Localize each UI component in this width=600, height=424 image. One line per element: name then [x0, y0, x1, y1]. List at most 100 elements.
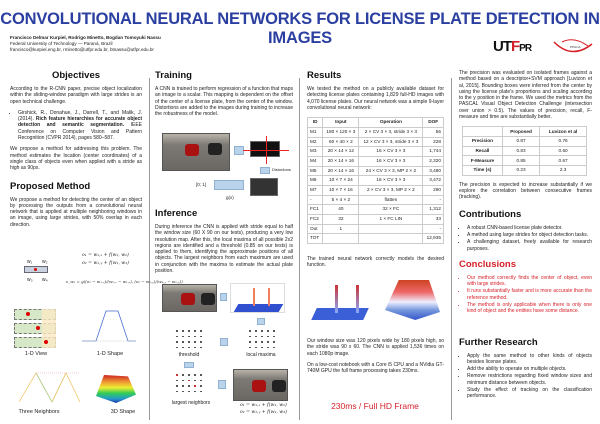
table-cell: 180 × 120 × 3: [322, 126, 360, 138]
ppgca-logo: PPGCA: [553, 39, 593, 53]
arrow-down-icon: [260, 167, 270, 174]
table-cell: 32 × FC: [358, 204, 424, 215]
three-neighbors-chart: [18, 372, 81, 403]
w1-label: w₁: [27, 259, 33, 265]
column-divider: [149, 78, 150, 420]
table-cell: 10 × 7 × 24: [322, 175, 360, 186]
col-header: Input: [322, 117, 360, 128]
window-size-text: Our window size was 120 pixels wide by 1…: [307, 338, 444, 357]
table-cell: 20 × 14 × 16: [322, 155, 360, 167]
table-cell: 2,320: [422, 155, 444, 167]
inference-eq-2: o₂ = w₁,ᵧ + f(w₁, w₃): [240, 410, 287, 415]
hardware-text: On a low-cost notebook with a Core i5 CP…: [307, 361, 444, 375]
column-training: Training A CNN is trained to perform reg…: [155, 70, 293, 122]
threshold-caption: threshold: [178, 352, 200, 358]
table-cell: 16 × CV 3 × 3: [358, 146, 424, 157]
evaluation-text-2: The precision is expected to increase su…: [459, 181, 592, 201]
table-cell: 1,312: [422, 204, 444, 215]
arrow-right-icon: [220, 293, 227, 301]
table-cell: 10 × 7 × 16: [322, 184, 360, 196]
table-cell: 0.83: [501, 145, 541, 157]
largest-neighbors-caption: largest neighbors: [171, 400, 211, 406]
reference-item: Girshick, R., Donahue, J., Darrell, T., …: [18, 110, 142, 141]
utfpr-logo: UTFPR: [493, 38, 532, 55]
arrow-left-icon: [214, 180, 244, 190]
table-cell: TOT: [306, 233, 324, 244]
table-cell: 33: [422, 213, 444, 225]
table-cell: 0.23: [501, 165, 541, 176]
table-cell: 2 × CV 3 × 3, MP 2 × 2: [358, 184, 424, 196]
range-label: [0; 1]: [196, 182, 207, 187]
table-cell: FC2: [306, 213, 324, 225]
table-cell: 2.3: [539, 165, 587, 176]
list-item: Remove restrictions regarding fixed wind…: [467, 373, 592, 386]
inference-eq-1: o₁ = w₁,ₓ + f(w₁, w₂): [240, 403, 287, 408]
table-cell: FC1: [306, 204, 324, 215]
table-cell: 0.85: [501, 155, 541, 167]
local-maxima-caption: local maxima: [246, 352, 276, 358]
col-header: Luvizon et al: [539, 126, 587, 138]
detection-result-photo: [233, 369, 288, 401]
table-cell: -: [306, 194, 324, 206]
col-header: Proposed: [501, 126, 541, 138]
ref-authors: Girshick, R., Donahue, J., Darrell, T., …: [18, 109, 142, 123]
training-car-photo: [162, 133, 230, 171]
inference-heading: Inference: [155, 208, 198, 219]
proposed-text: We propose a method for detecting the ce…: [10, 196, 142, 228]
1d-shape-chart: [82, 310, 136, 342]
list-item: Add the ability to operate on multiple o…: [467, 366, 592, 372]
table-cell: 228: [422, 136, 444, 148]
column-inference: Inference During inference the CNN is ap…: [155, 208, 293, 279]
table-cell: 3,480: [422, 165, 444, 177]
list-item: A challenging dataset, freely available …: [467, 239, 592, 252]
w4-label: w₄: [42, 277, 48, 283]
table-cell: 16 × CV 3 × 3: [358, 175, 424, 186]
results-text-2: The trained neural network correctly mod…: [307, 255, 444, 269]
largest-neighbors-grid: [176, 374, 206, 392]
results-heading: Results: [307, 70, 342, 81]
w3-label: w₃: [27, 277, 33, 283]
speed-highlight: 230ms / Full HD Frame: [331, 401, 419, 411]
table-cell: Recall: [462, 145, 503, 157]
table-cell: 290: [422, 184, 444, 196]
arrow-down-icon: [257, 318, 265, 325]
3d-shape-caption: 3D Shape: [110, 409, 136, 415]
table-cell: -: [422, 194, 444, 206]
1d-view-figure: [14, 309, 56, 349]
table-cell: 20 × 14 × 16: [322, 165, 360, 177]
table-cell: -: [422, 223, 444, 235]
table-cell: M2: [306, 136, 324, 148]
column-results: Results We tested the method on a public…: [306, 70, 444, 274]
list-item: A method using large strides for object …: [467, 232, 592, 238]
results-performance: Our window size was 120 pixels wide by 1…: [307, 338, 444, 379]
poster-title: CONVOLUTIONAL NEURAL NETWORKS FOR LICENS…: [0, 10, 600, 47]
table-cell: 12,935: [422, 233, 444, 244]
training-heading: Training: [155, 70, 192, 81]
col-header: [462, 126, 503, 138]
equation-o2: o₂ = w₁,ᵧ + f(w₁, w₃): [82, 261, 129, 266]
distorted-plate-image: [250, 178, 278, 196]
cnn-output-3d-plot: [230, 283, 285, 313]
svg-text:PPGCA: PPGCA: [570, 45, 581, 49]
plate-crop-image: [243, 136, 289, 164]
objectives-heading: Objectives: [51, 70, 101, 81]
contributions-list: A robust CNN-based license plate detecto…: [467, 225, 592, 252]
authors: Francisco Delmar Kurpiel, Rodrigo Minett…: [10, 35, 161, 40]
table-cell: 60 × 40 × 2: [322, 136, 360, 148]
arrow-left-icon: [220, 338, 228, 346]
objectives-text-2: We propose a method for addressing this …: [10, 146, 142, 172]
conclusions-heading: Conclusions: [459, 258, 517, 270]
table-cell: M4: [306, 155, 324, 167]
further-research-heading: Further Research: [459, 336, 538, 348]
